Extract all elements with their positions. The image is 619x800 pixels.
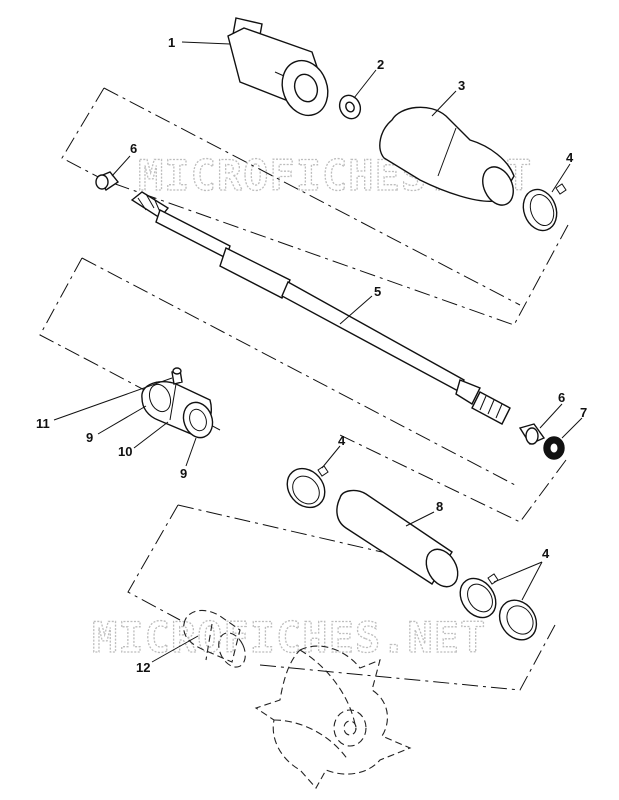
- callout-1: 1: [168, 35, 175, 50]
- part-5-drive-shaft: [130, 191, 511, 425]
- part-7-washer: [543, 436, 565, 460]
- callout-9-left: 9: [86, 430, 93, 445]
- part-1-coupler-housing: [227, 17, 329, 117]
- part-10-bearing-housing: [141, 380, 214, 439]
- part-4-clamp-middle: [286, 465, 329, 509]
- part-8-tube: [336, 489, 459, 588]
- callout-4-top: 4: [566, 150, 574, 165]
- callout-9-bottom: 9: [180, 466, 187, 481]
- part-4-clamp-bottom-right: [498, 599, 538, 641]
- callout-10: 10: [118, 444, 132, 459]
- callout-labels: 1 2 3 4 6 5 11 9 10 9 4 6 7 8 4 12: [36, 35, 587, 675]
- part-6-bolt-top: [95, 171, 120, 191]
- part-4-clamp-bottom-left: [459, 573, 499, 619]
- callout-6-top: 6: [130, 141, 137, 156]
- callout-11: 11: [36, 416, 50, 431]
- part-3-boot: [379, 106, 515, 206]
- callout-6-bottom: 6: [558, 390, 565, 405]
- part-2-washer: [338, 94, 362, 120]
- callout-4-bottom: 4: [542, 546, 550, 561]
- callout-3: 3: [458, 78, 465, 93]
- part-12-impeller-adapter: [183, 609, 246, 668]
- callout-7: 7: [580, 405, 587, 420]
- callout-5: 5: [374, 284, 381, 299]
- assembly-boundary-lines: [39, 87, 569, 691]
- part-11-grease-fitting: [171, 367, 183, 385]
- callout-4-middle: 4: [338, 433, 346, 448]
- watermark-bottom: MICROFICHES.NET: [92, 613, 486, 662]
- callout-12: 12: [136, 660, 150, 675]
- impeller-phantom-outline: [254, 645, 412, 789]
- callout-8: 8: [436, 499, 443, 514]
- callout-2: 2: [377, 57, 384, 72]
- part-6-bolt-bottom: [518, 423, 546, 445]
- part-4-clamp-top: [522, 183, 567, 232]
- leader-lines: [53, 41, 583, 663]
